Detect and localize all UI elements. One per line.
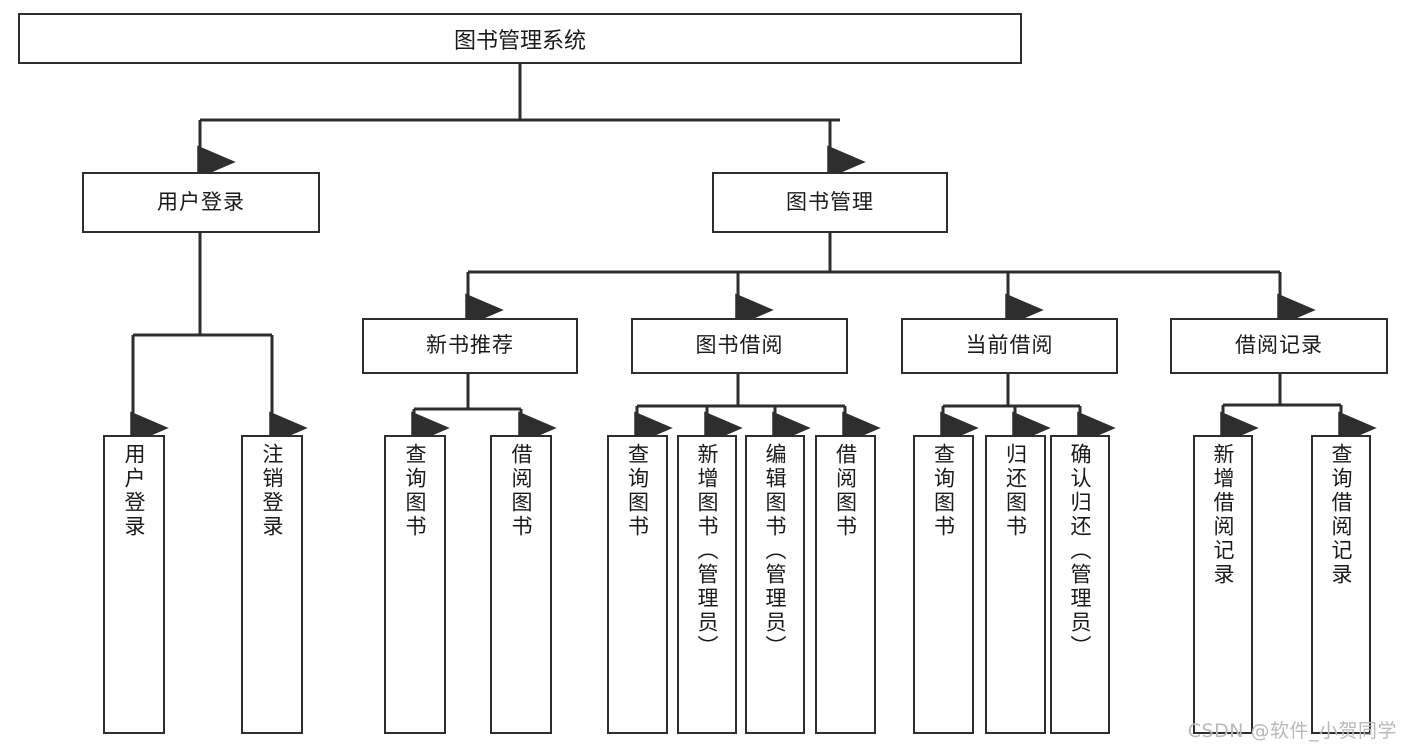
leaf-borrow-book-recommend[interactable]: 借阅图书 [490, 435, 552, 734]
node-label: 注销登录 [260, 443, 284, 539]
node-label: 查询图书 [625, 443, 650, 539]
node-label: 借阅记录 [1235, 333, 1323, 358]
node-label: 查询借阅记录 [1329, 443, 1353, 587]
leaf-user-login[interactable]: 用户登录 [103, 435, 165, 734]
node-label: 确认归还（管理员） [1068, 443, 1092, 659]
node-current-borrow[interactable]: 当前借阅 [901, 318, 1118, 374]
csdn-watermark: CSDN @软件_小贺同学 [1187, 720, 1397, 742]
leaf-add-borrow-record[interactable]: 新增借阅记录 [1193, 435, 1253, 734]
leaf-edit-book-admin[interactable]: 编辑图书（管理员） [745, 435, 805, 734]
node-borrow-record[interactable]: 借阅记录 [1170, 318, 1388, 374]
node-root-book-management-system[interactable]: 图书管理系统 [18, 13, 1022, 64]
leaf-user-logout[interactable]: 注销登录 [241, 435, 303, 734]
node-user-login[interactable]: 用户登录 [82, 172, 320, 233]
leaf-confirm-return-admin[interactable]: 确认归还（管理员） [1050, 435, 1110, 734]
node-label: 新书推荐 [426, 333, 514, 358]
node-label: 新增图书（管理员） [695, 443, 719, 659]
leaf-add-book-admin[interactable]: 新增图书（管理员） [677, 435, 737, 734]
leaf-borrow-book[interactable]: 借阅图书 [815, 435, 876, 734]
node-label: 借阅图书 [509, 443, 533, 539]
node-new-book-recommend[interactable]: 新书推荐 [362, 318, 578, 374]
leaf-query-book-borrow[interactable]: 查询图书 [607, 435, 668, 734]
node-label: 当前借阅 [965, 333, 1054, 358]
node-label: 归还图书 [1003, 443, 1028, 539]
leaf-return-book[interactable]: 归还图书 [985, 435, 1046, 734]
leaf-query-borrow-record[interactable]: 查询借阅记录 [1311, 435, 1371, 734]
node-label: 用户登录 [122, 443, 146, 539]
node-book-borrow[interactable]: 图书借阅 [631, 318, 848, 374]
node-label: 新增借阅记录 [1211, 443, 1235, 587]
node-label: 图书借阅 [695, 333, 784, 358]
leaf-query-book-recommend[interactable]: 查询图书 [384, 435, 446, 734]
node-label: 图书管理系统 [453, 28, 586, 54]
node-label: 查询图书 [403, 443, 427, 539]
node-label: 借阅图书 [833, 443, 858, 539]
node-label: 用户登录 [157, 189, 245, 214]
leaf-query-book-current[interactable]: 查询图书 [913, 435, 974, 734]
node-label: 图书管理 [786, 189, 874, 214]
node-book-management[interactable]: 图书管理 [712, 172, 948, 233]
node-label: 编辑图书（管理员） [763, 443, 787, 659]
node-label: 查询图书 [931, 443, 956, 539]
